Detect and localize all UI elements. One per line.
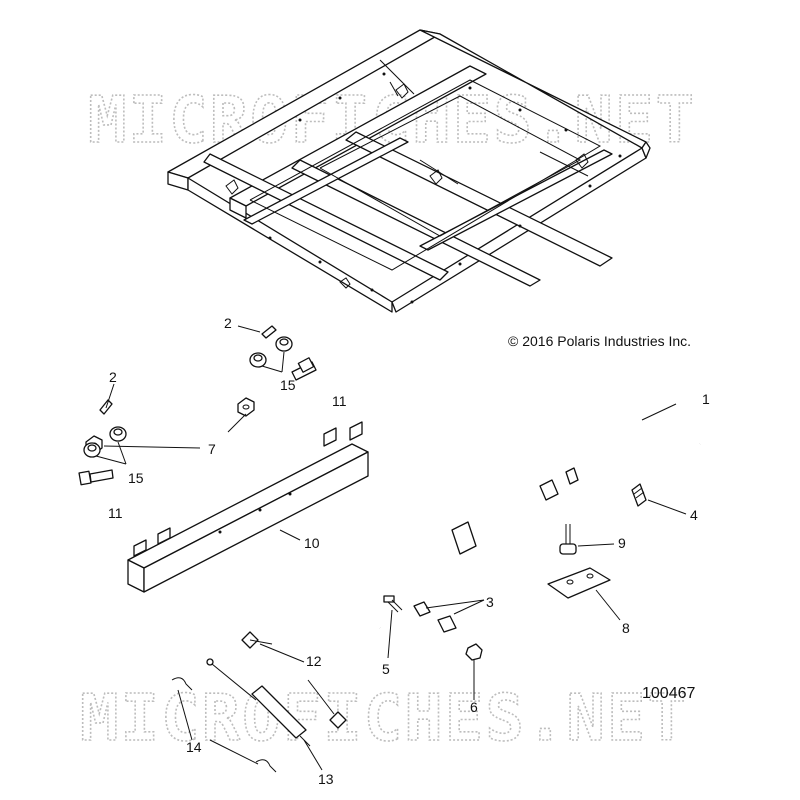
watermark-bottom: MICROFICHES.NET	[80, 682, 688, 756]
pin-part-2-upper	[261, 325, 277, 339]
clip-part-14	[171, 677, 277, 773]
leader-lines	[95, 325, 687, 771]
callout-10: 10	[304, 535, 320, 551]
callout-11-upper: 11	[332, 393, 347, 409]
clamp-part-3	[413, 601, 457, 633]
bushing-part-15-upper	[249, 336, 293, 368]
callout-14: 14	[186, 739, 202, 755]
callout-9: 9	[618, 535, 626, 551]
gas-strut-part-13	[206, 658, 311, 747]
support-rod-part-1	[349, 408, 701, 630]
figure-number: 100467	[642, 685, 695, 702]
callout-1: 1	[702, 391, 710, 407]
callout-15-left: 15	[128, 470, 144, 486]
callout-7: 7	[208, 441, 216, 457]
callout-8: 8	[622, 620, 630, 636]
callout-2-upper: 2	[224, 315, 232, 331]
callout-4: 4	[690, 507, 698, 523]
callout-3: 3	[486, 594, 494, 610]
callout-15-upper: 15	[280, 377, 296, 393]
bolt-part-5	[383, 595, 403, 613]
bushing-part-15-left	[83, 426, 127, 458]
callout-12: 12	[306, 653, 322, 669]
nut-part-7	[85, 397, 255, 455]
callout-11-left: 11	[108, 505, 123, 521]
support-bar-part-10	[127, 421, 369, 593]
nut-part-6	[465, 643, 483, 661]
copyright-notice: © 2016 Polaris Industries Inc.	[508, 333, 691, 349]
callout-2-left: 2	[109, 369, 117, 385]
spring-part-4	[631, 483, 647, 507]
callout-5: 5	[382, 661, 390, 677]
plate-part-8	[547, 567, 611, 599]
callout-6: 6	[470, 699, 478, 715]
rivet-part-9	[559, 524, 577, 555]
bolt-part-11-upper	[291, 357, 317, 381]
callout-13: 13	[318, 771, 334, 787]
cargo-box-frame	[167, 29, 651, 313]
bolt-part-11-left	[78, 469, 114, 486]
pin-part-12	[241, 631, 347, 729]
